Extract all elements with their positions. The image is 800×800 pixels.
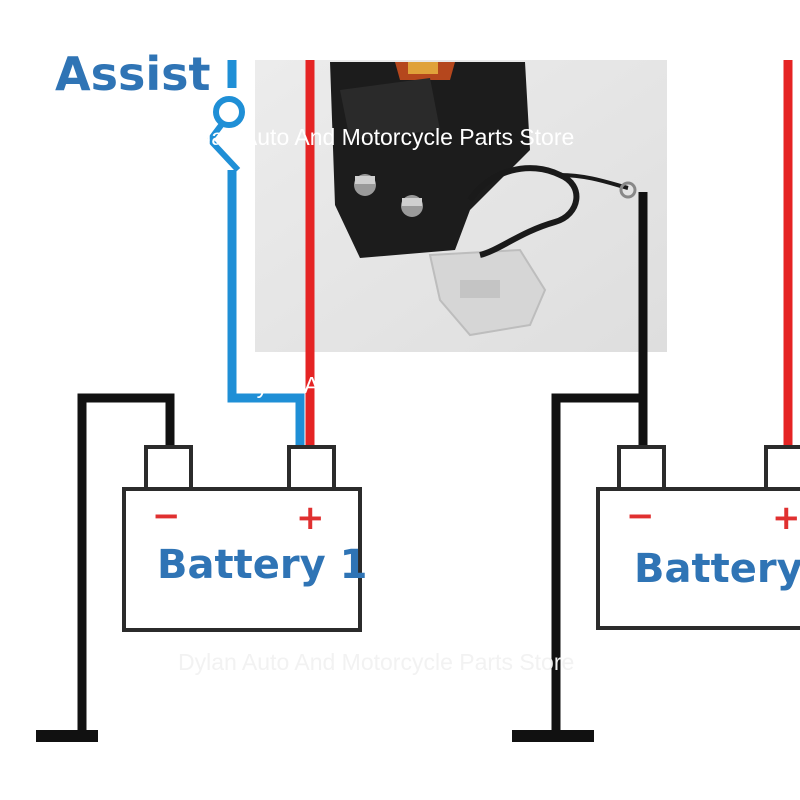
assist-wire	[227, 60, 305, 445]
ground-symbol-1	[36, 730, 98, 742]
battery-1-positive-sign: +	[296, 498, 325, 538]
battery-2-positive-sign: +	[772, 498, 800, 538]
assist-label: Assist	[55, 47, 211, 101]
relay-photo	[255, 60, 667, 352]
battery-2-negative-terminal	[617, 445, 666, 491]
battery-1-positive-terminal	[287, 445, 336, 491]
battery-1-negative-terminal	[144, 445, 193, 491]
watermark-bottom: Dylan Auto And Motorcycle Parts Store	[178, 649, 574, 675]
battery-1-body	[122, 487, 362, 632]
battery-1-label: Battery 1	[157, 542, 367, 588]
battery-1-negative-sign: −	[152, 496, 181, 536]
battery-2-body	[596, 487, 800, 630]
watermark-top: Dylan Auto And Motorcycle Parts Store	[178, 124, 574, 150]
battery-2: − + Battery 2	[596, 445, 800, 630]
ground-wire-battery-2	[551, 192, 648, 735]
ground-wire-battery-1	[77, 393, 175, 735]
battery-2-label: Battery 2	[634, 546, 800, 592]
ground-symbol-2	[512, 730, 594, 742]
assist-switch-icon	[207, 96, 245, 173]
battery-2-negative-sign: −	[626, 496, 655, 536]
relay-icon	[330, 62, 637, 337]
battery-2-positive-terminal	[764, 445, 800, 491]
battery-1: − + Battery 1	[122, 445, 367, 632]
watermark-middle: Dylan Auto And Motorcycle Parts Store	[240, 372, 636, 398]
